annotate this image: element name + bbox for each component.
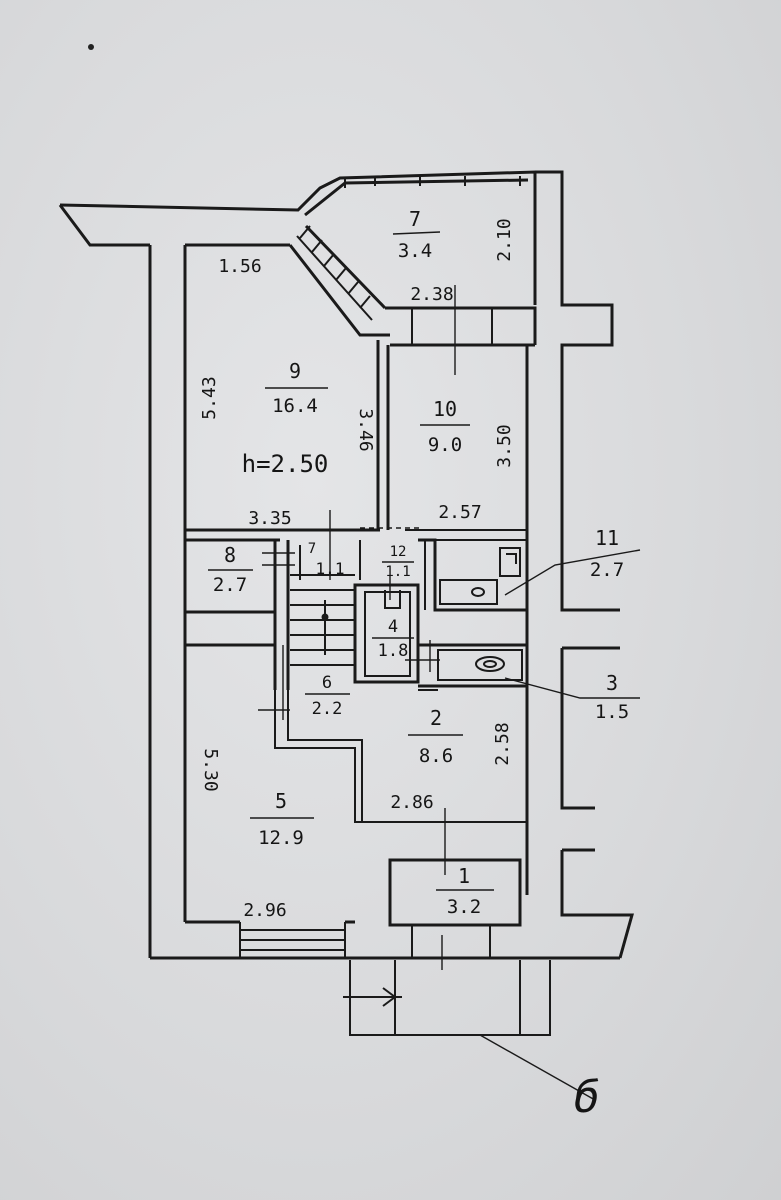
room-4-area: 1.8 [378, 641, 409, 661]
exterior-walls [58, 170, 634, 960]
room-2-area: 8.6 [419, 745, 453, 767]
room-9-number: 9 [289, 359, 301, 383]
dim-3-46: 3.46 [355, 408, 376, 451]
room-7-area: 3.4 [398, 240, 432, 262]
room-5-area: 12.9 [258, 827, 304, 849]
room-11-area: 2.7 [590, 559, 624, 581]
ink-dot [88, 44, 94, 50]
dim-2-38: 2.38 [410, 284, 453, 305]
room-labels: 7 3.4 9 16.4 10 9.0 8 2.7 7 1.1 12 1.1 1… [208, 207, 629, 918]
room-8-number: 8 [224, 543, 236, 567]
room-7-small-number: 7 [308, 541, 316, 557]
room-6-number: 6 [322, 673, 332, 693]
room-8-area: 2.7 [213, 574, 247, 596]
room-4-number: 4 [388, 617, 398, 637]
dim-2-96: 2.96 [243, 900, 286, 921]
dim-1-56: 1.56 [218, 256, 261, 277]
room-10-number: 10 [433, 397, 457, 421]
room-7-number: 7 [409, 207, 421, 231]
dim-3-50: 3.50 [494, 424, 515, 467]
room-12-number: 12 [390, 544, 407, 560]
balcony-window [288, 176, 537, 347]
room-1-area: 3.2 [447, 896, 481, 918]
section-marker: б [574, 1072, 601, 1123]
room-1-number: 1 [458, 864, 470, 888]
door-marks [258, 285, 641, 970]
room-7-small-area: 1.1 [316, 559, 345, 578]
dim-5-43: 5.43 [199, 376, 220, 419]
room-6-area: 2.2 [312, 699, 343, 719]
dim-2-86: 2.86 [390, 792, 433, 813]
dim-2-10: 2.10 [494, 218, 515, 261]
interior-walls [185, 340, 596, 1101]
ceiling-height: h=2.50 [242, 450, 329, 478]
room-10-area: 9.0 [428, 434, 462, 456]
room-3-number: 3 [606, 671, 618, 695]
dimension-labels: 1.56 5.43 3.46 h=2.50 2.10 2.38 3.50 3.3… [199, 218, 515, 921]
room-3-area: 1.5 [595, 701, 629, 723]
room-12-area: 1.1 [385, 564, 410, 580]
dim-2-58: 2.58 [492, 722, 513, 765]
dim-2-57: 2.57 [438, 502, 481, 523]
room-5-number: 5 [275, 789, 287, 813]
dim-5-30: 5.30 [200, 748, 221, 791]
room-2-number: 2 [430, 706, 442, 730]
room-11-number: 11 [595, 526, 619, 550]
dim-3-35: 3.35 [248, 508, 291, 529]
room-9-area: 16.4 [272, 395, 318, 417]
